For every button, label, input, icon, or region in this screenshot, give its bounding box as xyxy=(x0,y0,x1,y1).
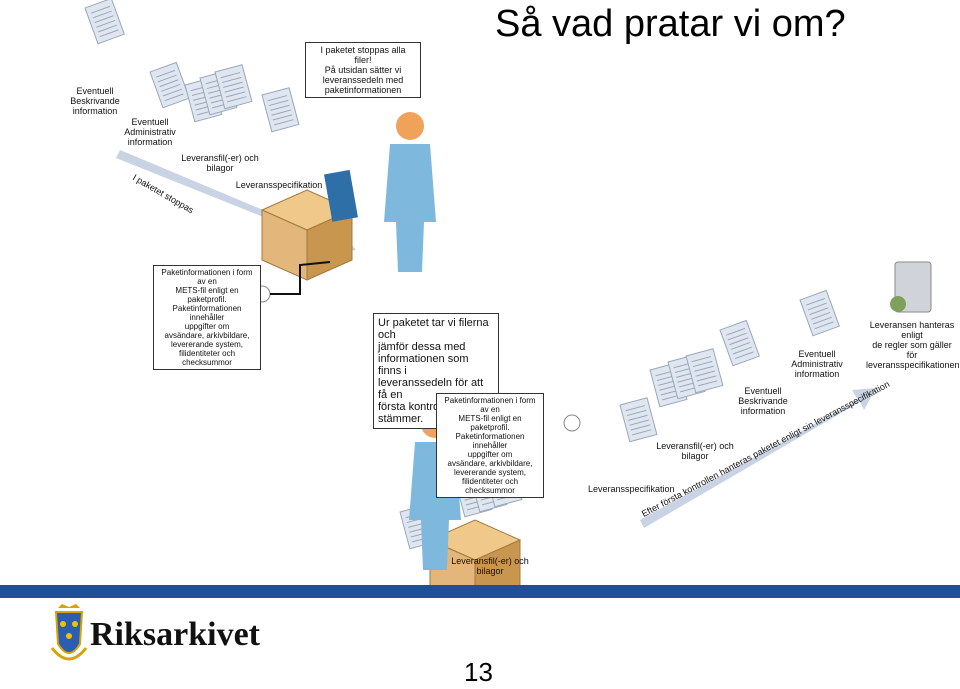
all-files-note: I paketet stoppas alla filer! På utsidan… xyxy=(305,42,421,98)
person-top-icon xyxy=(384,112,436,272)
footer-blue-stripe xyxy=(0,585,960,598)
admin-info-top-label: Eventuell Administrativ information xyxy=(124,117,176,147)
delivery-files-bottom-label: Leveransfil(-er) och bilagor xyxy=(451,556,529,576)
footer-content-area: Riksarkivet 13 xyxy=(0,598,960,689)
clipboard-icon xyxy=(324,169,358,222)
doc-spec-top-icon xyxy=(261,87,300,133)
delivery-files-top-label: Leveransfil(-er) och bilagor xyxy=(181,153,259,173)
tag-mid-icon xyxy=(563,414,581,432)
doc-admin-top-icon xyxy=(149,61,190,109)
delivery-spec-top-label: Leveransspecifikation xyxy=(235,180,323,190)
admin-info-right-label: Eventuell Administrativ information xyxy=(791,349,843,379)
brand-name: Riksarkivet xyxy=(90,616,260,653)
desc-info-top-label: Eventuell Beskrivande information xyxy=(70,86,120,116)
delivery-files-right-label: Leveransfil(-er) och bilagor xyxy=(656,441,734,461)
riksarkivet-crest-icon xyxy=(48,604,90,672)
doc-desc-right-icon xyxy=(719,319,760,367)
delivery-spec-right-label: Leveransspecifikation xyxy=(588,484,675,494)
tag-left-string-icon xyxy=(270,261,331,295)
doc-files-right-3-icon xyxy=(685,348,724,394)
server-label: Leveransen hanteras enligt de regler som… xyxy=(866,320,960,370)
desc-info-right-label: Eventuell Beskrivande information xyxy=(738,386,788,416)
bottom-arrow-icon xyxy=(640,388,876,528)
page-number: 13 xyxy=(464,657,493,687)
server-disk-icon xyxy=(890,296,906,312)
doc-desc-top-icon xyxy=(84,0,125,45)
doc-admin-right-icon xyxy=(799,289,840,337)
doc-spec-right-icon xyxy=(619,397,658,443)
pkg-info-left-label: Paketinformationen i form av en METS-fil… xyxy=(153,265,261,370)
pkg-info-mid-label: Paketinformationen i form av en METS-fil… xyxy=(436,393,544,498)
doc-files-top-3-icon xyxy=(214,64,253,110)
page-title: Så vad pratar vi om? xyxy=(495,3,846,45)
